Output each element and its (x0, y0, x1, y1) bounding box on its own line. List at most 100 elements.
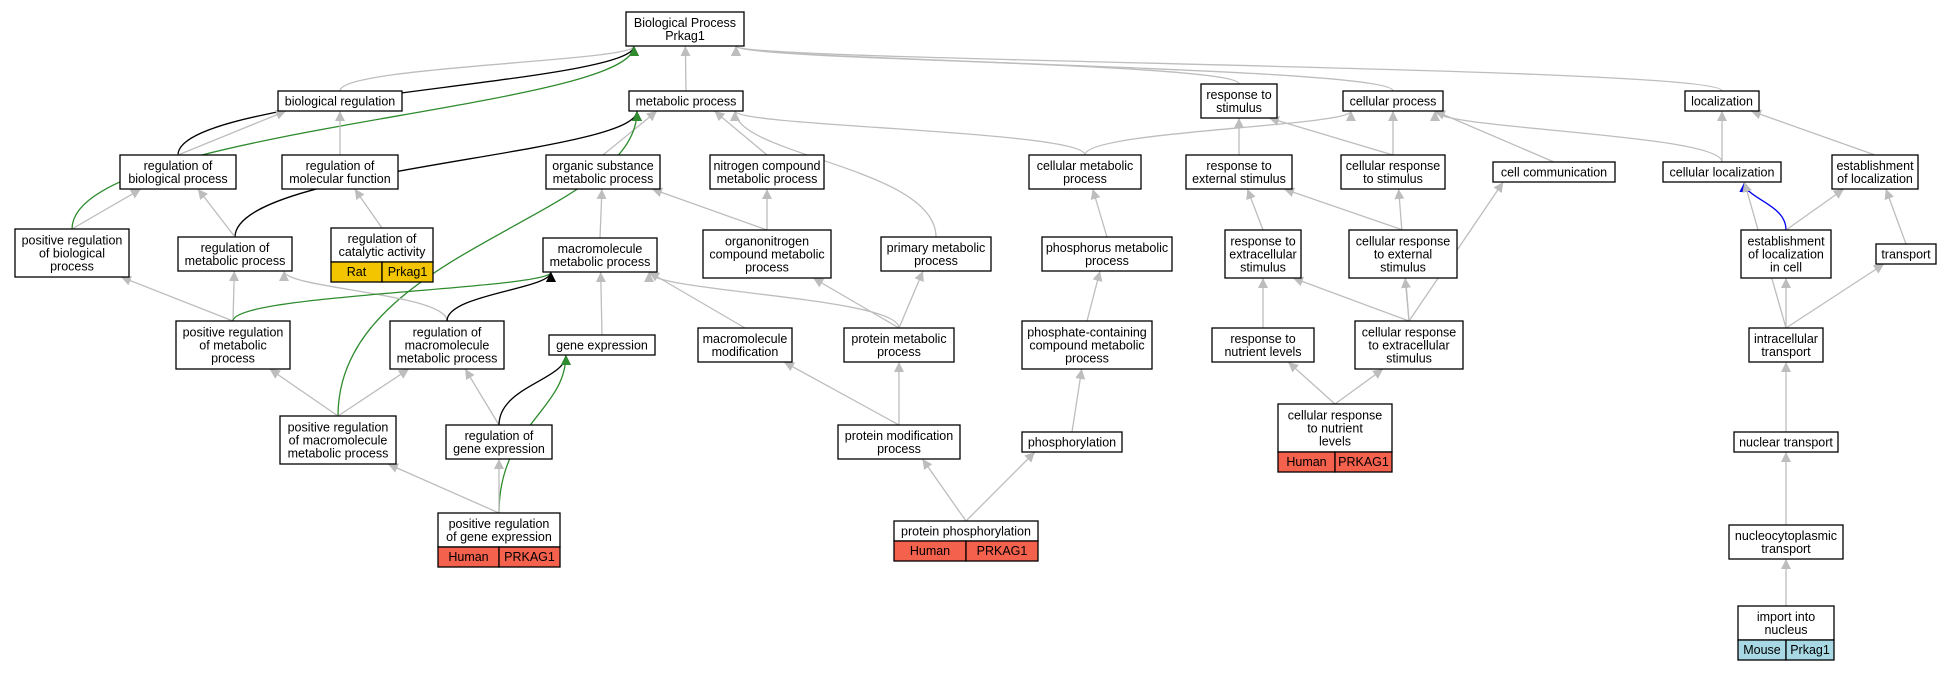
go-term-label: of gene expression (446, 530, 552, 544)
go-term-node[interactable]: cellular localization (1662, 161, 1782, 183)
go-term-box (843, 327, 955, 363)
edge-default (1086, 270, 1103, 322)
go-term-label: protein metabolic (851, 332, 946, 346)
gene-cell (965, 540, 1039, 562)
go-term-label: regulation of (465, 429, 534, 443)
go-term-label: compound metabolic (1029, 339, 1144, 353)
edge-default (1334, 368, 1384, 405)
edge-default (1283, 187, 1404, 231)
go-term-box (177, 236, 293, 272)
go-term-node[interactable]: gene expression (548, 334, 656, 356)
species-label: Human (910, 544, 950, 558)
edge-default (120, 276, 234, 322)
go-term-label: metabolic process (550, 255, 651, 269)
go-term-node[interactable]: cell communication (1492, 161, 1616, 183)
go-term-label: transport (1761, 345, 1811, 359)
go-term-node[interactable]: phosphorylation (1021, 431, 1123, 453)
go-term-label: process (50, 260, 94, 274)
go-term-label: primary metabolic (887, 241, 986, 255)
edge-green (232, 271, 556, 322)
go-term-box (1354, 320, 1464, 370)
edge-black (177, 45, 639, 156)
go-term-label: process (877, 442, 921, 456)
go-term-label: of localization (1837, 172, 1913, 186)
go-term-box (1028, 154, 1142, 190)
go-term-label: transport (1881, 248, 1931, 262)
go-term-label: regulation of (306, 159, 375, 173)
edge-green (498, 354, 571, 514)
go-term-label: gene expression (453, 442, 545, 456)
go-term-label: establishment (1836, 159, 1914, 173)
gene-label: PRKAG1 (977, 544, 1028, 558)
edge-default (1750, 109, 1876, 156)
go-term-label: response to (1230, 332, 1295, 346)
go-term-label: localization (1691, 95, 1753, 109)
gene-label: Prkag1 (388, 265, 428, 279)
go-term-label: organonitrogen (725, 235, 809, 249)
go-term-label: process (877, 345, 921, 359)
go-term-node[interactable]: nuclear transport (1733, 431, 1839, 453)
go-term-node[interactable]: biological regulation (277, 90, 403, 112)
go-term-label: intracellular (1754, 332, 1818, 346)
go-term-box (119, 154, 237, 190)
go-term-node[interactable]: metabolic process (628, 90, 744, 112)
go-term-box (542, 237, 658, 273)
go-term-box (1185, 154, 1293, 190)
go-term-label: to nutrient (1307, 422, 1363, 436)
go-term-label: regulation of (201, 241, 270, 255)
go-term-label: cellular response (1288, 409, 1383, 423)
go-term-label: process (1085, 254, 1129, 268)
go-term-label: nuclear transport (1739, 436, 1833, 450)
edge-default (229, 270, 240, 322)
go-term-label: metabolic process (397, 352, 498, 366)
go-term-node[interactable]: localization (1684, 90, 1760, 112)
go-term-node[interactable]: transport (1875, 243, 1937, 265)
go-term-node[interactable]: cellular process (1342, 90, 1444, 112)
go-term-box (628, 90, 744, 112)
gene-label: PRKAG1 (1338, 455, 1389, 469)
edge-default (596, 188, 607, 239)
go-term-box (545, 154, 661, 190)
edge-default (921, 458, 967, 522)
go-term-label: biological process (128, 172, 227, 186)
go-term-label: process (914, 254, 958, 268)
go-term-box (1875, 243, 1937, 265)
